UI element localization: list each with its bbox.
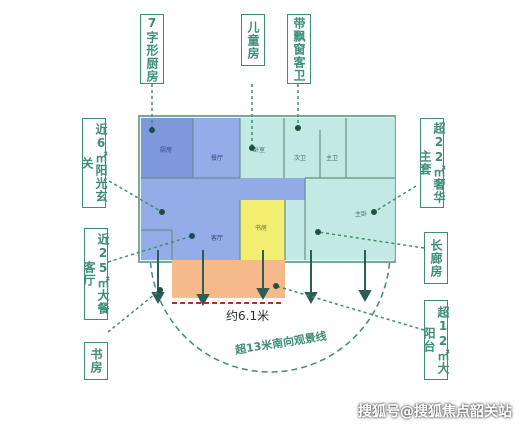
dimension-label: 约6.1米 bbox=[226, 309, 270, 323]
leader-lines bbox=[103, 84, 425, 333]
room-master-bed: 主卧 bbox=[355, 210, 367, 218]
watermark: 搜狐号@搜狐焦点韶关站 bbox=[358, 404, 512, 420]
room-dining: 餐厅 bbox=[211, 154, 223, 162]
callout-dining: 近25㎡大餐客厅 bbox=[82, 228, 110, 320]
zone-orange bbox=[172, 260, 285, 298]
callout-corridor: 长廊房 bbox=[424, 232, 448, 284]
callout-bay-bath: 带飘窗客卫 bbox=[287, 14, 311, 84]
callout-master: 超22㎡奢华主套 bbox=[418, 118, 446, 208]
south-arrows bbox=[151, 250, 372, 307]
room-kitchen: 厨房 bbox=[160, 146, 172, 154]
interior-walls bbox=[141, 118, 395, 260]
room-living: 客厅 bbox=[211, 234, 223, 242]
zone-kitchen bbox=[141, 118, 193, 178]
room-guest-bath: 次卫 bbox=[294, 154, 306, 162]
callout-foyer: 近6㎡阳光玄关 bbox=[80, 118, 108, 208]
view-arc bbox=[149, 251, 391, 373]
callout-balcony: 超12㎡大阳台 bbox=[422, 300, 450, 380]
anchor-dots bbox=[149, 125, 377, 293]
callout-kitchen: 7字形厨房 bbox=[140, 14, 164, 84]
callout-kids-room: 儿童房 bbox=[241, 14, 265, 66]
room-study: 书房 bbox=[255, 224, 267, 232]
room-kids: 卧室 bbox=[253, 146, 265, 154]
callout-study: 书房 bbox=[84, 342, 108, 380]
room-master-bath: 主卫 bbox=[326, 154, 338, 162]
